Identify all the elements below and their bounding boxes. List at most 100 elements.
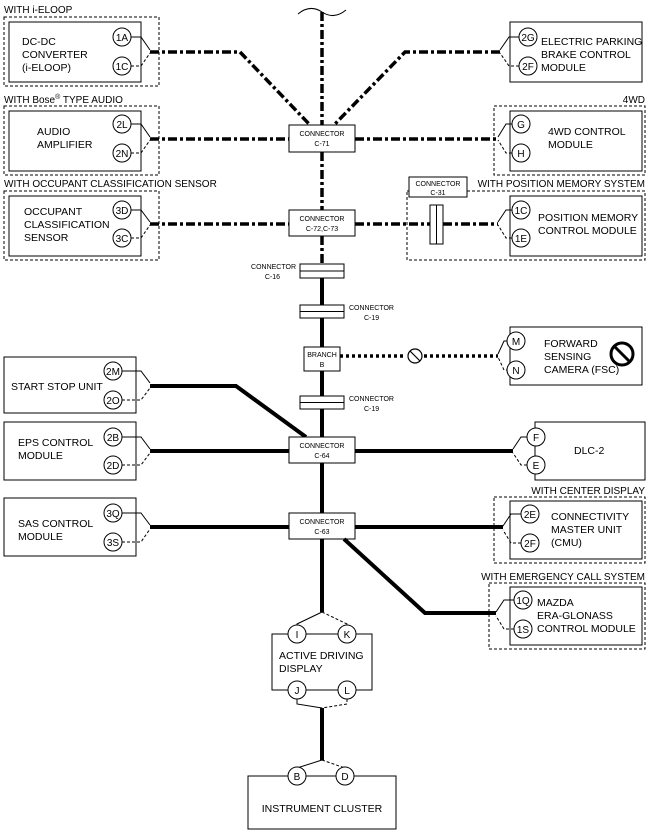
module-fsc: FORWARD SENSING CAMERA (FSC) M N <box>497 326 643 386</box>
module-box <box>534 421 646 481</box>
pin-circle <box>112 228 132 248</box>
connector-label: CONNECTOR <box>349 305 394 312</box>
pin-lead <box>122 436 151 450</box>
optional-outline <box>488 582 646 650</box>
pin-lead <box>122 387 151 401</box>
branch-b: BRANCH B <box>303 346 341 372</box>
pin-lead <box>497 123 512 138</box>
pin-circle <box>112 200 132 220</box>
pin-circle <box>103 503 123 523</box>
module-name-line: MODULE <box>18 450 63 462</box>
pin-circle <box>112 27 132 47</box>
pin-label: 1E <box>515 234 528 245</box>
pin-lead <box>502 529 521 544</box>
pin-circle <box>513 619 533 639</box>
module-dcdc-converter: DC-DC CONVERTER (i-ELOOP) 1A 1C <box>3 16 160 87</box>
module-name-line: (CMU) <box>551 537 582 549</box>
module-cmu: CONNECTIVITY MASTER UNIT (CMU) 2E 2F <box>493 496 646 564</box>
group-label-4wd: 4WD <box>623 95 645 106</box>
optional-outline <box>3 190 160 261</box>
pin-lead <box>495 615 514 630</box>
connector-label: CONNECTOR <box>300 443 345 450</box>
pin-lead <box>122 512 151 526</box>
pin-lead <box>502 513 521 527</box>
module-name-line: DISPLAY <box>279 663 323 675</box>
pin-lead <box>497 209 512 223</box>
pin-label: J <box>295 686 300 697</box>
pin-lead <box>131 224 151 239</box>
pin-circle <box>103 390 123 410</box>
pin-label: 2F <box>522 62 534 73</box>
connector-id: C-71 <box>314 141 329 148</box>
module-name-line: SAS CONTROL <box>18 518 93 530</box>
module-name-line: MAZDA <box>537 597 574 609</box>
pin-circle <box>511 200 531 220</box>
connector-c64: CONNECTOR C-64 <box>288 436 356 464</box>
module-active-driving-display: ACTIVE DRIVING DISPLAY I K J L <box>271 611 373 709</box>
pin-lead <box>131 209 151 223</box>
connector-label: CONNECTOR <box>251 264 296 271</box>
pin-circle <box>506 331 526 351</box>
module-name-line: CONNECTIVITY <box>551 511 629 523</box>
pin-circle <box>112 56 132 76</box>
pin-label: M <box>512 337 520 348</box>
module-box <box>271 633 373 691</box>
connector-label: CONNECTOR <box>349 396 394 403</box>
module-name-line: FORWARD <box>544 338 598 350</box>
module-name-line: CONVERTER <box>22 49 88 61</box>
branch-id: B <box>320 362 325 369</box>
pin-label: 1C <box>116 62 129 73</box>
pin-label: 2L <box>116 120 128 131</box>
module-name-line: CONTROL MODULE <box>538 225 637 237</box>
pin-circle <box>287 624 307 644</box>
pin-label: 3Q <box>106 509 120 520</box>
group-label-position-memory: WITH POSITION MEMORY SYSTEM <box>478 179 645 190</box>
connector-id: C-31 <box>430 190 445 197</box>
module-name-line: START STOP UNIT <box>11 381 103 393</box>
pin-label: F <box>533 433 539 444</box>
connector-label: CONNECTOR <box>416 181 461 188</box>
pin-label: 3D <box>116 206 129 217</box>
pin-label: B <box>294 772 301 783</box>
pin-label: N <box>512 366 519 377</box>
connector-label: CONNECTOR <box>300 216 345 223</box>
pin-lead <box>122 370 151 384</box>
module-name-line: BRAKE CONTROL <box>541 49 631 61</box>
module-name-line: AMPLIFIER <box>37 139 93 151</box>
pin-label: 2F <box>524 539 536 550</box>
pin-lead <box>497 139 512 154</box>
connector-id: C-64 <box>314 453 329 460</box>
pin-circle <box>511 143 531 163</box>
connector-id: C-19 <box>364 315 379 322</box>
connector-id: C-72,C-73 <box>306 226 338 233</box>
pin-lead <box>499 36 519 51</box>
group-label-bose-text: WITH Bose <box>4 95 56 106</box>
pin-label: 2N <box>116 149 129 160</box>
pin-lead <box>512 452 527 466</box>
module-eps: EPS CONTROL MODULE 2B 2D <box>3 421 151 481</box>
pin-lead <box>321 611 348 634</box>
wire-c63-era-glonass <box>342 537 496 615</box>
pin-lead <box>495 599 514 613</box>
pin-lead <box>122 452 151 466</box>
pin-label: L <box>344 686 350 697</box>
group-label-bose-reg: ® <box>55 93 61 101</box>
pin-circle <box>112 114 132 134</box>
no-communication-icon-slash <box>409 350 421 362</box>
module-start-stop-unit: START STOP UNIT 2M 2O <box>3 356 151 414</box>
pin-circle <box>337 624 357 644</box>
module-name-line: CLASSIFICATION <box>24 219 110 231</box>
module-name-line: ELECTRIC PARKING <box>541 36 642 48</box>
pin-circle <box>506 360 526 380</box>
module-era-glonass: MAZDA ERA-GLONASS CONTROL MODULE 1Q 1S <box>488 582 646 650</box>
pin-lead <box>122 528 151 543</box>
connector-c71: CONNECTOR C-71 <box>288 124 356 153</box>
connector-id: C-16 <box>265 274 280 281</box>
pin-circle <box>112 143 132 163</box>
module-box <box>247 775 397 830</box>
wire-epb-c71 <box>332 50 500 127</box>
pin-circle <box>511 114 531 134</box>
pin-label: G <box>517 120 525 131</box>
pin-circle <box>518 56 538 76</box>
